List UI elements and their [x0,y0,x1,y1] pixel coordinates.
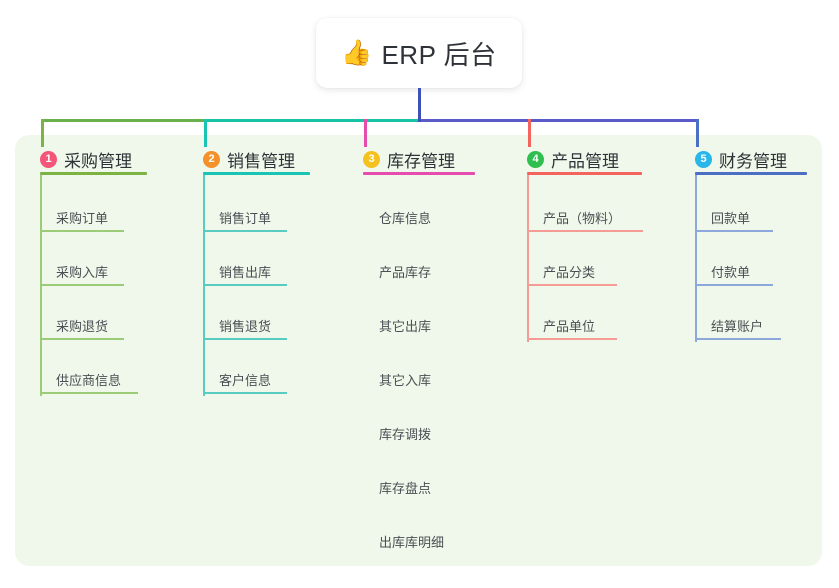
branch-drop-财务管理 [696,119,699,147]
leaf-item[interactable]: 库存调拨 [363,422,447,448]
leaf-underline [40,392,138,394]
leaf-underline [363,230,447,232]
leaf-item[interactable]: 付款单 [695,260,773,286]
branch-title: 销售管理 [227,152,295,171]
branch-underline [527,172,642,175]
leaf-item[interactable]: 出库库明细 [363,530,461,556]
leaf-item[interactable]: 产品库存 [363,260,447,286]
branch-header-2[interactable]: 2 销售管理 [203,147,295,172]
branch-drop-采购管理 [41,119,44,147]
leaf-item[interactable]: 其它入库 [363,368,447,394]
root-node-content: 👍 ERP 后台 [341,35,496,72]
leaf-underline [363,338,447,340]
branch-number-badge: 4 [527,151,544,168]
leaf-label: 产品库存 [379,265,432,280]
leaf-label: 销售出库 [219,265,272,280]
leaf-label: 产品（物料） [543,211,622,226]
leaf-underline [363,284,447,286]
branch-underline [40,172,147,175]
leaf-label: 库存盘点 [379,481,432,496]
leaf-label: 结算账户 [711,319,764,334]
leaf-underline [527,230,643,232]
leaf-item[interactable]: 供应商信息 [40,368,138,394]
leaf-label: 付款单 [711,265,751,280]
branch-number-badge: 5 [695,151,712,168]
branch-header-3[interactable]: 3 库存管理 [363,147,455,172]
root-node-card[interactable]: 👍 ERP 后台 [316,18,522,88]
branch-header-4[interactable]: 4 产品管理 [527,147,619,172]
leaf-label: 仓库信息 [379,211,432,226]
branch-title: 采购管理 [64,152,132,171]
leaf-label: 库存调拨 [379,427,432,442]
branch-title: 产品管理 [551,152,619,171]
branch-number-badge: 2 [203,151,220,168]
leaf-label: 供应商信息 [56,373,122,388]
leaf-underline [203,338,287,340]
branch-header-5[interactable]: 5 财务管理 [695,147,787,172]
root-stem [418,88,421,122]
thumbs-up-emoji: 👍 [341,38,373,67]
leaf-label: 销售订单 [219,211,272,226]
leaf-label: 回款单 [711,211,751,226]
leaf-label: 客户信息 [219,373,272,388]
branch-number-badge: 3 [363,151,380,168]
leaf-label: 采购退货 [56,319,109,334]
leaf-underline [203,392,287,394]
leaf-label: 其它入库 [379,373,432,388]
root-node-title: ERP 后台 [381,39,497,70]
leaf-item[interactable]: 采购入库 [40,260,124,286]
leaf-item[interactable]: 产品分类 [527,260,617,286]
leaf-underline [203,284,287,286]
branch-drop-产品管理 [528,119,531,147]
branch-drop-库存管理 [364,119,367,147]
leaf-underline [695,338,781,340]
branch-spine [527,175,529,342]
leaf-underline [695,284,773,286]
branch-number-badge: 1 [40,151,57,168]
leaf-item[interactable]: 仓库信息 [363,206,447,232]
branch-title: 财务管理 [719,152,787,171]
branch-title: 库存管理 [387,152,455,171]
leaf-underline [363,500,447,502]
branch-header-1[interactable]: 1 采购管理 [40,147,132,172]
leaf-label: 采购入库 [56,265,109,280]
leaf-underline [527,338,617,340]
branch-underline [695,172,807,175]
leaf-label: 其它出库 [379,319,432,334]
leaf-underline [363,392,447,394]
leaf-item[interactable]: 客户信息 [203,368,287,394]
leaf-underline [527,284,617,286]
leaf-underline [363,554,461,556]
leaf-label: 产品分类 [543,265,596,280]
leaf-item[interactable]: 采购订单 [40,206,124,232]
leaf-item[interactable]: 销售退货 [203,314,287,340]
branch-drop-销售管理 [204,119,207,147]
trunk-segment-mid [204,119,420,122]
leaf-label: 出库库明细 [379,535,445,550]
leaf-label: 销售退货 [219,319,272,334]
leaf-label: 采购订单 [56,211,109,226]
leaf-underline [40,284,124,286]
leaf-item[interactable]: 产品（物料） [527,206,643,232]
leaf-underline [363,446,447,448]
leaf-item[interactable]: 结算账户 [695,314,781,340]
branch-underline [363,172,475,175]
leaf-item[interactable]: 采购退货 [40,314,124,340]
trunk-segment-right [418,119,698,122]
leaf-underline [40,338,124,340]
leaf-item[interactable]: 销售出库 [203,260,287,286]
branch-underline [203,172,310,175]
leaf-underline [203,230,287,232]
leaf-underline [695,230,773,232]
trunk-segment-left [41,119,206,122]
leaf-label: 产品单位 [543,319,596,334]
leaf-item[interactable]: 其它出库 [363,314,447,340]
leaf-item[interactable]: 产品单位 [527,314,617,340]
leaf-item[interactable]: 库存盘点 [363,476,447,502]
leaf-underline [40,230,124,232]
branch-spine [695,175,697,342]
branches-panel [15,135,822,566]
leaf-item[interactable]: 销售订单 [203,206,287,232]
leaf-item[interactable]: 回款单 [695,206,773,232]
